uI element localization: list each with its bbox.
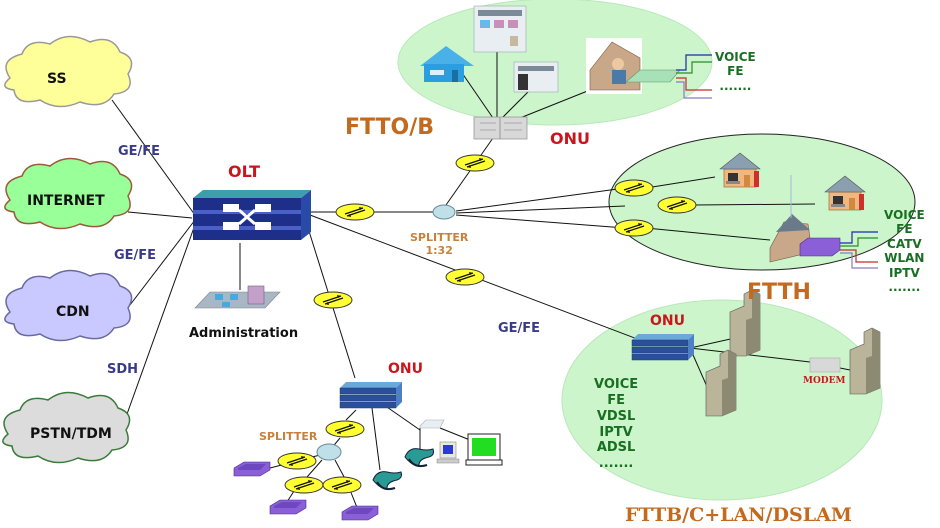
fttb-service: VOICE (594, 377, 639, 392)
ftth-service: FE (896, 222, 913, 237)
phone-icon-1 (372, 470, 403, 491)
ftto-service-lines (676, 54, 712, 99)
cloud-ss-label: SS (47, 71, 67, 87)
ftto-onu-device (473, 116, 528, 140)
cloud-internet (4, 157, 133, 230)
admin-label: Administration (189, 326, 299, 341)
ftto-onu-label: ONU (550, 129, 590, 148)
link-label-pstn: SDH (107, 362, 139, 377)
coupler-ftth-2 (657, 196, 697, 214)
fttb-service: ....... (598, 456, 634, 472)
office-building-icon (473, 5, 527, 53)
olt-label: OLT (228, 162, 261, 181)
coupler-fttb (445, 268, 485, 286)
ftth-title: FTTH (747, 280, 811, 305)
coupler-bottom-c (284, 476, 324, 494)
terminal-pad-1 (233, 461, 271, 477)
main-splitter-label: SPLITTER 1:32 (410, 232, 468, 256)
fttb-onu-label: ONU (650, 313, 685, 329)
fttb-onu-device (631, 333, 695, 361)
desktop-computer-icon (436, 441, 460, 464)
coupler-bottom-a (325, 420, 365, 438)
cloud-pstn-label: PSTN/TDM (30, 426, 112, 442)
cloud-internet-label: INTERNET (27, 193, 105, 209)
coupler-ftth-1 (614, 179, 654, 197)
cloud-cdn-label: CDN (56, 304, 90, 320)
ftth-home-icon (769, 175, 841, 263)
coupler-bottom-b (277, 452, 317, 470)
ftth-zone (608, 133, 916, 271)
link-label-cdn: GE/FE (114, 248, 157, 263)
coupler-ftto (455, 154, 495, 172)
ftth-service-lines (840, 231, 878, 269)
cloud-ss (4, 35, 133, 108)
ftth-service: IPTV (889, 265, 920, 280)
bottom-splitter-label: SPLITTER (259, 430, 318, 443)
bottom-splitter (316, 443, 342, 461)
fttb-service: ADSL (596, 440, 636, 456)
ftth-services: VOICE FE CATV WLAN IPTV ....... (884, 208, 925, 294)
coupler-bottom-d (322, 476, 362, 494)
main-splitter-name: SPLITTER (410, 231, 469, 244)
coupler-olt-splitter (335, 203, 375, 221)
bottom-onu-label: ONU (388, 361, 423, 377)
fttb-title: FTTB/C+LAN/DSLAM (625, 504, 852, 526)
fttb-building-3 (849, 327, 881, 395)
house-blue-icon (420, 46, 474, 82)
coupler-bottom (313, 291, 353, 309)
monitor-icon (465, 433, 503, 466)
main-splitter (432, 204, 456, 220)
ftto-service: ....... (719, 78, 752, 93)
coupler-ftth-3 (614, 219, 654, 237)
ftth-service: WLAN (884, 251, 925, 266)
hotel-icon (513, 61, 559, 93)
fttb-service: IPTV (599, 424, 633, 440)
main-splitter-ratio: 1:32 (425, 244, 453, 257)
ftto-services: VOICE FE ....... (715, 50, 756, 93)
fttb-service: FE (607, 392, 625, 408)
admin-network-icon (194, 285, 281, 309)
ftth-service: VOICE (884, 208, 925, 222)
cloud-pstn (2, 391, 131, 464)
modem-label: MODEM (803, 376, 846, 386)
ftth-service: ....... (888, 279, 921, 294)
ftto-service: VOICE (715, 50, 756, 64)
bottom-onu-device (339, 381, 403, 409)
terminal-pad-3 (341, 505, 379, 521)
modem-device (809, 357, 841, 373)
ftth-service: CATV (887, 236, 922, 251)
fttb-services: VOICE FE VDSL IPTV ADSL ....... (594, 377, 638, 472)
link-label-fttb: GE/FE (498, 321, 541, 336)
router-icon (419, 419, 445, 429)
olt-device (193, 190, 311, 240)
fttb-service: VDSL (596, 408, 636, 424)
home-office-icon (586, 38, 681, 94)
ftto-title: FTTO/B (345, 115, 435, 140)
ftto-service: FE (727, 64, 744, 79)
cloud-cdn (4, 269, 133, 342)
phone-icon-2 (404, 447, 435, 468)
terminal-pad-2 (269, 499, 307, 515)
link-label-ss: GE/FE (118, 144, 161, 159)
